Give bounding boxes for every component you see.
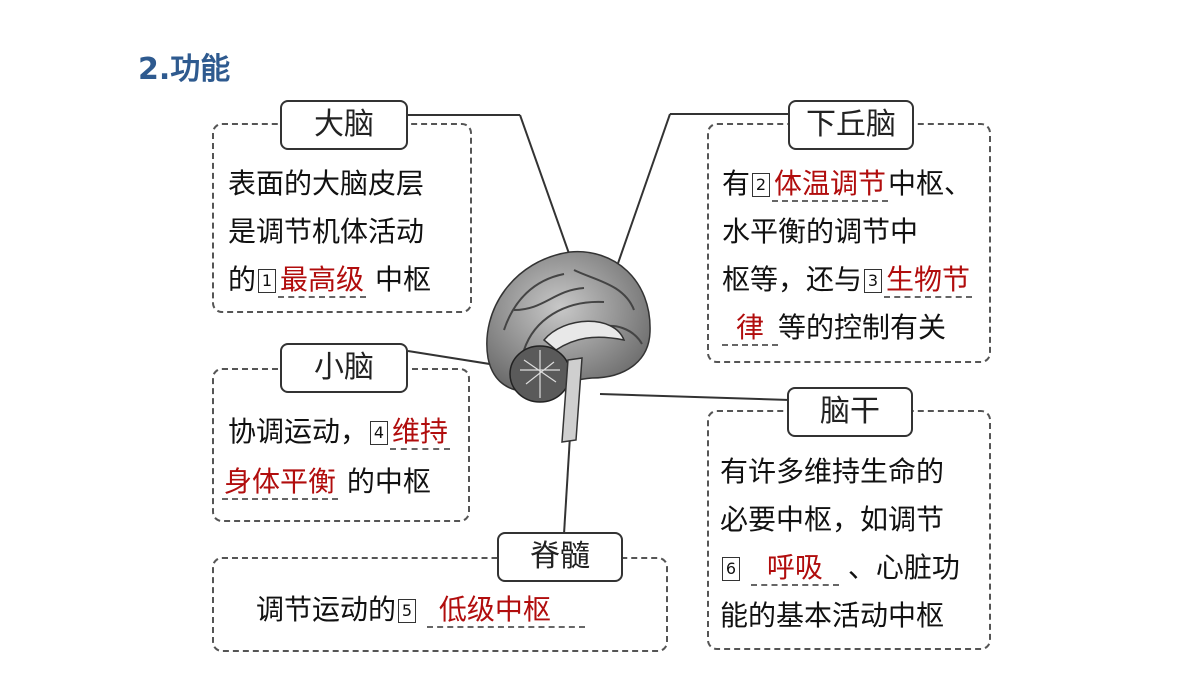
hypothalamus-line1-post: 中枢、: [888, 167, 973, 200]
hypothalamus-label: 下丘脑: [788, 100, 914, 150]
hypothalamus-number-3: 3: [864, 269, 883, 293]
brainstem-line4: 能的基本活动中枢: [720, 599, 945, 632]
spinal-cord-number: 5: [398, 599, 417, 623]
cerebrum-number: 1: [258, 269, 277, 293]
brainstem-line3: 6 呼吸 、心脏功: [720, 544, 960, 592]
spinal-cord-answer: 低级中枢: [426, 593, 585, 628]
brainstem-line1: 有许多维持生命的: [720, 455, 945, 488]
hypothalamus-line2: 水平衡的调节中: [722, 215, 919, 248]
cerebellum-line2-post: 的中枢: [346, 465, 431, 498]
cerebrum-line3-pre: 的: [228, 263, 257, 296]
spinal-cord-line-pre: 调节运动的: [256, 593, 397, 626]
cerebellum-answer-a: 维持: [390, 415, 451, 450]
brainstem-line3-post: 、心脏功: [847, 551, 960, 584]
hypothalamus-number-2: 2: [752, 173, 771, 197]
hypothalamus-answer-2: 体温调节: [772, 167, 889, 202]
cerebrum-line2: 是调节机体活动: [228, 215, 425, 248]
cerebrum-label: 大脑: [280, 100, 408, 150]
cerebellum-answer-b: 身体平衡: [222, 465, 339, 500]
section-heading: 2.功能: [138, 52, 231, 87]
hypothalamus-line4: 律等的控制有关: [722, 304, 946, 352]
brainstem-label: 脑干: [787, 387, 913, 437]
hypothalamus-answer-3a: 生物节: [884, 263, 973, 298]
hypothalamus-line4-post: 等的控制有关: [778, 311, 947, 344]
hypothalamus-line3-pre: 枢等，还与: [722, 263, 863, 296]
cerebellum-label: 小脑: [280, 343, 408, 393]
hypothalamus-answer-3b: 律: [722, 311, 779, 346]
cerebellum-line2: 身体平衡 的中枢: [222, 458, 431, 506]
cerebellum-line1-pre: 协调运动，: [228, 415, 369, 448]
brainstem-line2: 必要中枢，如调节: [720, 503, 945, 536]
cerebrum-line3-post: 中枢: [374, 263, 431, 296]
spinal-cord-label: 脊髓: [497, 532, 623, 582]
cerebrum-line1: 表面的大脑皮层: [228, 167, 425, 200]
cerebrum-answer: 最高级: [278, 263, 367, 298]
spinal-cord-box: [212, 557, 668, 652]
cerebellum-number: 4: [370, 421, 389, 445]
brainstem-number: 6: [722, 557, 740, 581]
hypothalamus-line1-pre: 有: [722, 167, 751, 200]
brainstem-answer: 呼吸: [750, 551, 839, 586]
brain-illustration: [486, 250, 651, 443]
